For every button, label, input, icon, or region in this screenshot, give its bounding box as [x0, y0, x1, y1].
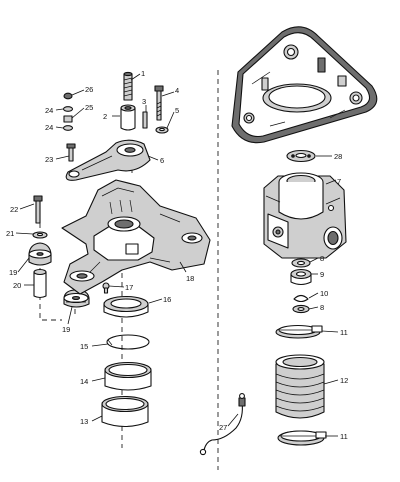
callout-23: 23 — [45, 155, 53, 164]
part-12-bellows — [275, 354, 325, 419]
part-20-spacer — [33, 268, 47, 299]
callout-8-top: 8 — [320, 254, 324, 263]
part-23-screw — [66, 143, 76, 162]
part-11-clamp-lower — [277, 430, 327, 446]
callout-8-bottom: 8 — [320, 303, 324, 312]
callout-24-bottom: 24 — [45, 123, 53, 132]
callout-11-lower: 11 — [340, 432, 348, 441]
callout-11-upper: 11 — [340, 328, 348, 337]
callout-1: 1 — [141, 69, 145, 78]
part-1-stud — [123, 71, 133, 101]
part-8-bushing-bottom — [292, 304, 310, 314]
callout-10: 10 — [320, 289, 328, 298]
part-24-washer-bottom — [62, 125, 74, 131]
part-26-nut — [63, 92, 73, 100]
part-24-washer-top — [62, 106, 74, 112]
part-22-bolt — [33, 195, 43, 224]
callout-25: 25 — [85, 103, 93, 112]
callout-14: 14 — [80, 377, 88, 386]
callout-22: 22 — [10, 205, 18, 214]
part-2-bushing — [120, 104, 136, 131]
leader-lines — [15, 73, 339, 437]
callout-19-lower: 19 — [62, 325, 70, 334]
part-25-bushing — [63, 115, 73, 123]
part-27-ground-wire — [199, 393, 246, 456]
callout-5: 5 — [175, 106, 179, 115]
callout-15: 15 — [80, 342, 88, 351]
part-28-gasket — [286, 149, 316, 163]
part-8-bushing-top — [291, 258, 311, 268]
callout-13: 13 — [80, 417, 88, 426]
part-bell-housing — [263, 172, 347, 259]
part-19-mount-lower — [63, 289, 90, 308]
part-14-sleeve — [104, 361, 152, 391]
part-17-screw — [102, 282, 110, 294]
part-10-snap-ring — [293, 294, 309, 303]
callout-28: 28 — [334, 152, 342, 161]
part-3-pin — [142, 111, 148, 129]
callout-2: 2 — [103, 112, 107, 121]
part-4-bolt — [154, 85, 164, 121]
callout-6: 6 — [160, 156, 164, 165]
callout-9: 9 — [320, 270, 324, 279]
part-21-washer — [32, 231, 48, 239]
part-19-mount-left — [28, 242, 52, 266]
callout-21: 21 — [6, 229, 14, 238]
part-11-clamp-upper — [275, 324, 323, 339]
callout-12: 12 — [340, 376, 348, 385]
callout-4: 4 — [175, 86, 179, 95]
part-18-gimbal-housing — [61, 179, 211, 295]
callout-19-left: 19 — [9, 268, 17, 277]
callout-24-top: 24 — [45, 106, 53, 115]
part-13-sleeve — [101, 395, 149, 428]
callout-labels: 1 2 3 4 5 6 7 8 9 10 8 11 12 11 13 14 15… — [6, 69, 348, 441]
callout-27: 27 — [219, 423, 227, 432]
callout-17: 17 — [125, 283, 133, 292]
callout-3: 3 — [142, 97, 146, 106]
callout-7: 7 — [337, 177, 341, 186]
callout-18: 18 — [186, 274, 194, 283]
part-5-nut — [155, 126, 169, 134]
callout-16: 16 — [163, 295, 171, 304]
part-6-steering-arm — [65, 139, 151, 181]
callout-26: 26 — [85, 85, 93, 94]
callout-20: 20 — [13, 281, 21, 290]
part-top-plate — [231, 26, 378, 144]
part-16-seal — [103, 295, 149, 318]
part-9-bearing — [290, 268, 312, 286]
part-15-retaining-ring — [106, 334, 150, 350]
